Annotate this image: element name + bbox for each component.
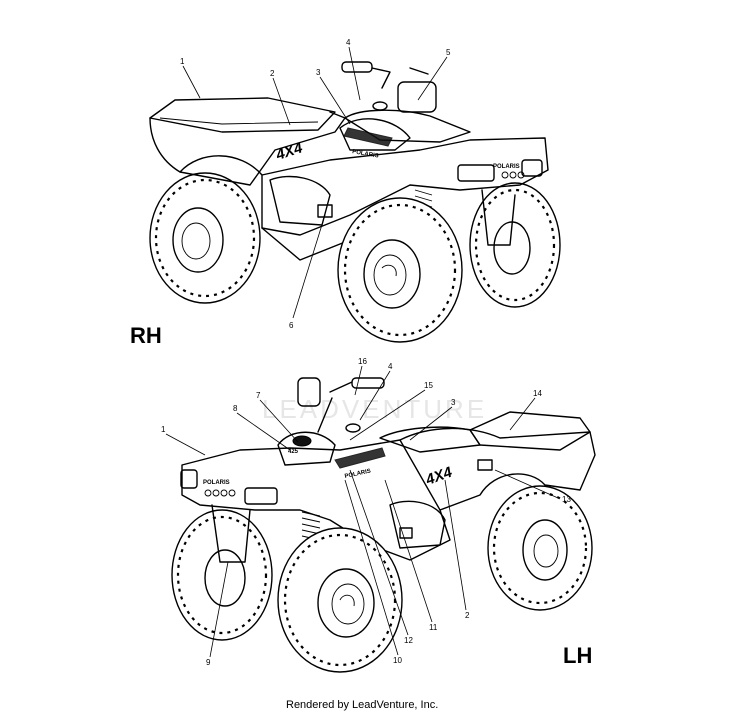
rh-far-front-wheel xyxy=(469,182,561,308)
rh-callout-1: 1 xyxy=(180,57,185,66)
lh-callout-2: 2 xyxy=(465,611,470,620)
lh-callout-4: 4 xyxy=(388,362,393,371)
rh-callouts: 1 2 3 4 5 6 xyxy=(180,38,451,330)
lh-tank-polaris-decal: POLARIS xyxy=(344,469,371,480)
rh-4x4-decal: 4X4 xyxy=(273,139,305,164)
lh-4x4-decal: 4X4 xyxy=(423,463,455,489)
rh-tank-polaris-decal: POLARIS xyxy=(352,149,379,160)
rh-near-front-wheel xyxy=(337,197,463,343)
lh-callout-13: 13 xyxy=(562,495,571,504)
lh-callout-3: 3 xyxy=(451,398,456,407)
lh-callout-1: 1 xyxy=(161,425,166,434)
lh-fuel-425-decal: 425 xyxy=(288,449,299,455)
lh-callout-16: 16 xyxy=(358,357,367,366)
lh-atv-illustration: 425 POLARIS 4X4 POLARIS xyxy=(171,377,596,673)
lh-callout-8: 8 xyxy=(233,404,238,413)
lh-callout-7: 7 xyxy=(256,391,261,400)
rh-atv-illustration: POLARIS 4X4 POLARIS xyxy=(149,61,561,343)
rh-callout-2: 2 xyxy=(270,69,275,78)
lh-callout-15: 15 xyxy=(424,381,433,390)
rh-callout-5: 5 xyxy=(446,48,451,57)
lh-far-front-wheel xyxy=(171,509,273,641)
footer-credit: Rendered by LeadVenture, Inc. xyxy=(286,699,438,711)
rh-leader-lines xyxy=(182,46,448,319)
lh-callout-12: 12 xyxy=(404,636,413,645)
lh-front-polaris-decal: POLARIS xyxy=(203,480,230,486)
rh-callout-4: 4 xyxy=(346,38,351,47)
lh-rear-wheel xyxy=(487,485,593,611)
lh-callout-9: 9 xyxy=(206,658,211,667)
lh-near-front-wheel xyxy=(277,527,403,673)
rh-front-polaris-decal: POLARIS xyxy=(493,164,520,170)
rh-rear-wheel xyxy=(149,172,261,304)
lh-callout-11: 11 xyxy=(429,623,438,632)
lh-callout-14: 14 xyxy=(533,389,542,398)
lh-view-label: LH xyxy=(563,643,592,668)
lh-callout-10: 10 xyxy=(393,656,402,665)
lh-callouts: 16 4 7 8 15 3 14 1 13 2 11 12 10 9 xyxy=(161,357,571,667)
rh-callout-6: 6 xyxy=(289,321,294,330)
rh-callout-3: 3 xyxy=(316,68,321,77)
lh-leader-lines xyxy=(165,365,559,658)
rh-view-label: RH xyxy=(130,323,162,348)
